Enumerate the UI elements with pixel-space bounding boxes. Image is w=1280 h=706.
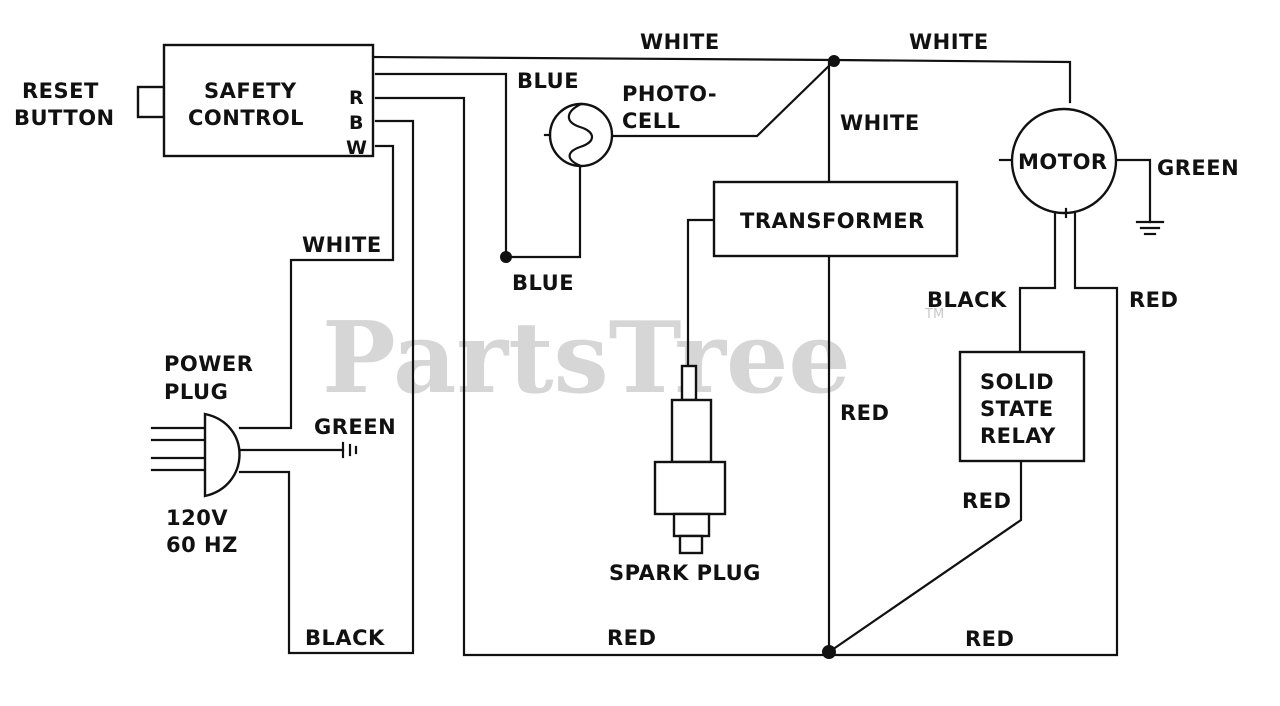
wire-photocell-right [610, 58, 837, 138]
junction-dot-top [828, 55, 840, 67]
wire-label-white-plug: WHITE [302, 233, 382, 257]
motor-symbol [1010, 107, 1118, 215]
wire-label-white-top-left: WHITE [640, 30, 720, 54]
wire-label-green-plug: GREEN [314, 415, 396, 439]
wire-white-w [238, 144, 395, 430]
photocell-label-2: CELL [622, 109, 681, 133]
solid-state-relay-box [958, 350, 1086, 463]
wire-label-red-bottom-right: RED [965, 627, 1014, 651]
wire-green-motor [1116, 158, 1152, 224]
wire-blue-r [374, 72, 508, 259]
relay-label-3: RELAY [980, 424, 1056, 448]
watermark: PartsTree [322, 301, 851, 416]
power-plug-icon [203, 412, 241, 498]
wire-spark-lead [686, 218, 716, 368]
photocell-label-1: PHOTO- [622, 82, 717, 106]
terminal-b-label: B [349, 112, 363, 134]
wire-label-white-vertical: WHITE [840, 111, 920, 135]
safety-control-box [162, 43, 375, 158]
transformer-box [712, 180, 959, 258]
power-rating-label-1: 120V [166, 506, 228, 530]
reset-button-label-2: BUTTON [14, 106, 115, 130]
transformer-label: TRANSFORMER [740, 209, 925, 233]
wire-label-green-motor: GREEN [1157, 156, 1239, 180]
power-plug-label-1: POWER [164, 352, 253, 376]
wire-label-black-plug: BLACK [305, 626, 385, 650]
photocell-symbol [548, 102, 614, 168]
wire-white-top [370, 55, 1072, 104]
spark-plug-icon [653, 364, 727, 555]
reset-button-shape [136, 85, 166, 119]
wire-label-white-top-right: WHITE [909, 30, 989, 54]
watermark-tm: TM [924, 307, 944, 322]
terminal-w-label: W [346, 137, 367, 159]
reset-button-label-1: RESET [22, 79, 99, 103]
spark-plug-label: SPARK PLUG [609, 561, 761, 585]
wire-label-red-transformer: RED [840, 401, 889, 425]
junction-dot-bottom [822, 645, 836, 659]
wire-red-motor [827, 206, 1119, 657]
wire-label-red-bottom-left: RED [607, 626, 656, 650]
motor-label: MOTOR [1018, 150, 1108, 174]
wire-red-b [374, 96, 831, 657]
wire-black-b [238, 119, 415, 655]
wire-blue-bottom [504, 164, 582, 259]
wire-label-red-relay: RED [962, 489, 1011, 513]
wire-label-red-motor: RED [1129, 288, 1178, 312]
wire-black-motor [1018, 206, 1057, 354]
safety-control-label-2: CONTROL [188, 106, 304, 130]
wire-label-blue-lower: BLUE [512, 271, 574, 295]
relay-label-1: SOLID [980, 370, 1054, 394]
terminal-r-label: R [349, 87, 364, 109]
wire-red-relay [827, 459, 1023, 654]
relay-label-2: STATE [980, 397, 1054, 421]
wire-label-black-relay: BLACK [927, 288, 1007, 312]
power-plug-label-2: PLUG [164, 380, 228, 404]
photocell-coil-icon [567, 102, 594, 168]
junction-dot-blue [500, 251, 512, 263]
power-rating-label-2: 60 HZ [166, 533, 238, 557]
wire-label-blue-upper: BLUE [517, 69, 579, 93]
safety-control-label-1: SAFETY [204, 79, 297, 103]
